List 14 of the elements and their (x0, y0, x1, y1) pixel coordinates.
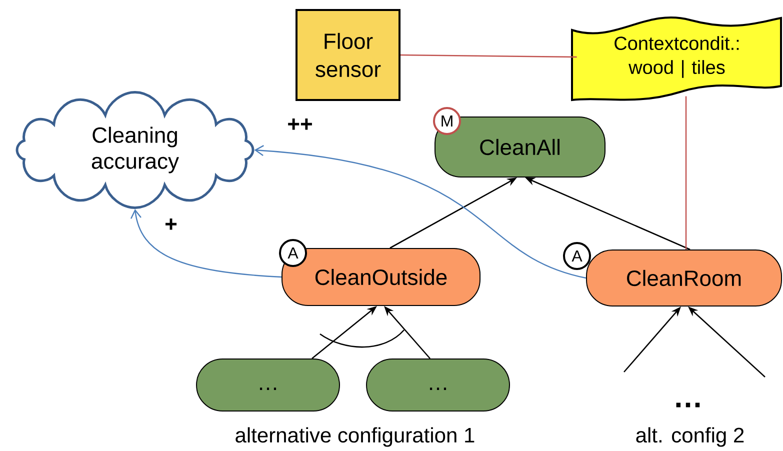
edge-label: + (166, 218, 177, 230)
subtask-box: … (366, 358, 510, 412)
caption-text: alternative configuration 1 (236, 427, 474, 447)
context-flag: Contextcondit.: wood | tiles (571, 16, 782, 101)
arrow (254, 145, 586, 279)
connector-line (685, 96, 687, 250)
task-box: CleanRoom (586, 250, 782, 306)
arrow (130, 208, 282, 278)
connector-line (400, 54, 577, 58)
caption-text: alt. config 2 (636, 427, 744, 447)
edge-label: ++ (288, 118, 312, 130)
ellipsis: … (676, 402, 700, 408)
sensor-box: Floor sensor (296, 9, 400, 101)
subtask-box: … (196, 358, 340, 412)
